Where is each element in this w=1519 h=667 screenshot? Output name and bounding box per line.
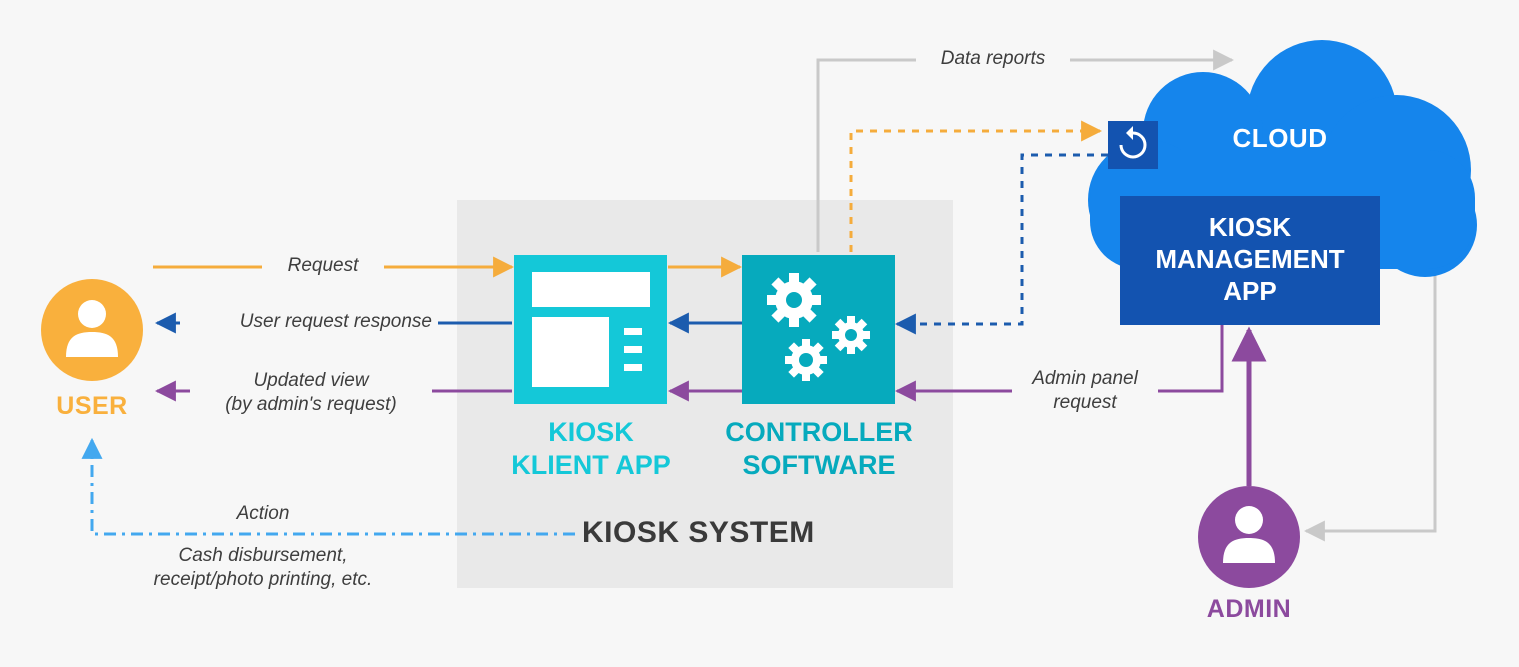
management-app-label: KIOSK MANAGEMENT APP: [1120, 211, 1380, 307]
cloud-label: CLOUD: [1232, 123, 1328, 153]
kiosk-screen-icon: [514, 255, 667, 404]
controller-box: [742, 255, 895, 404]
user-icon: [41, 279, 143, 381]
action-label: Action: [236, 503, 290, 524]
kiosk-system-label: KIOSK SYSTEM: [582, 516, 815, 549]
kiosk-client-line-1: KIOSK: [548, 417, 634, 447]
admin-panel-line-2: request: [1053, 392, 1117, 413]
data-reports-label: Data reports: [916, 48, 1070, 70]
controller-line-2: SOFTWARE: [742, 450, 896, 480]
data-reports-arrow: [816, 49, 1235, 252]
sync-icon: [1108, 121, 1158, 169]
action-detail-line-2: receipt/photo printing, etc.: [153, 569, 373, 590]
admin-panel-line-1: Admin panel: [1032, 368, 1138, 389]
action-detail-label: Cash disbursement, receipt/photo printin…: [118, 544, 408, 592]
management-line-3: APP: [1223, 276, 1277, 306]
kiosk-client-label: KIOSK KLIENT APP: [482, 416, 700, 482]
admin-label: ADMIN: [1206, 595, 1292, 623]
cloud-to-admin-arrow: [1303, 270, 1437, 542]
updated-view-label: Updated view (by admin's request): [190, 369, 432, 417]
admin-icon: [1198, 486, 1300, 588]
user-label: USER: [56, 392, 128, 420]
action-arrow: [81, 437, 575, 536]
management-line-1: KIOSK: [1208, 212, 1292, 242]
action-detail-line-1: Cash disbursement,: [178, 545, 348, 566]
updated-view-line-1: Updated view: [253, 370, 369, 391]
controller-sync-arrow: [849, 120, 1103, 252]
cloud-sync-arrow: [894, 153, 1108, 335]
request-label: Request: [262, 255, 384, 277]
admin-panel-request-arrow: [894, 325, 1224, 402]
response-label: User request response: [180, 311, 438, 333]
kiosk-client-line-2: KLIENT APP: [511, 450, 671, 480]
gears-icon: [767, 273, 870, 381]
management-app-box: [1120, 196, 1380, 325]
management-line-2: MANAGEMENT: [1155, 244, 1345, 274]
controller-line-1: CONTROLLER: [725, 417, 913, 447]
admin-panel-label: Admin panel request: [1012, 367, 1158, 415]
controller-label: CONTROLLER SOFTWARE: [708, 416, 930, 482]
updated-view-line-2: (by admin's request): [225, 394, 397, 415]
